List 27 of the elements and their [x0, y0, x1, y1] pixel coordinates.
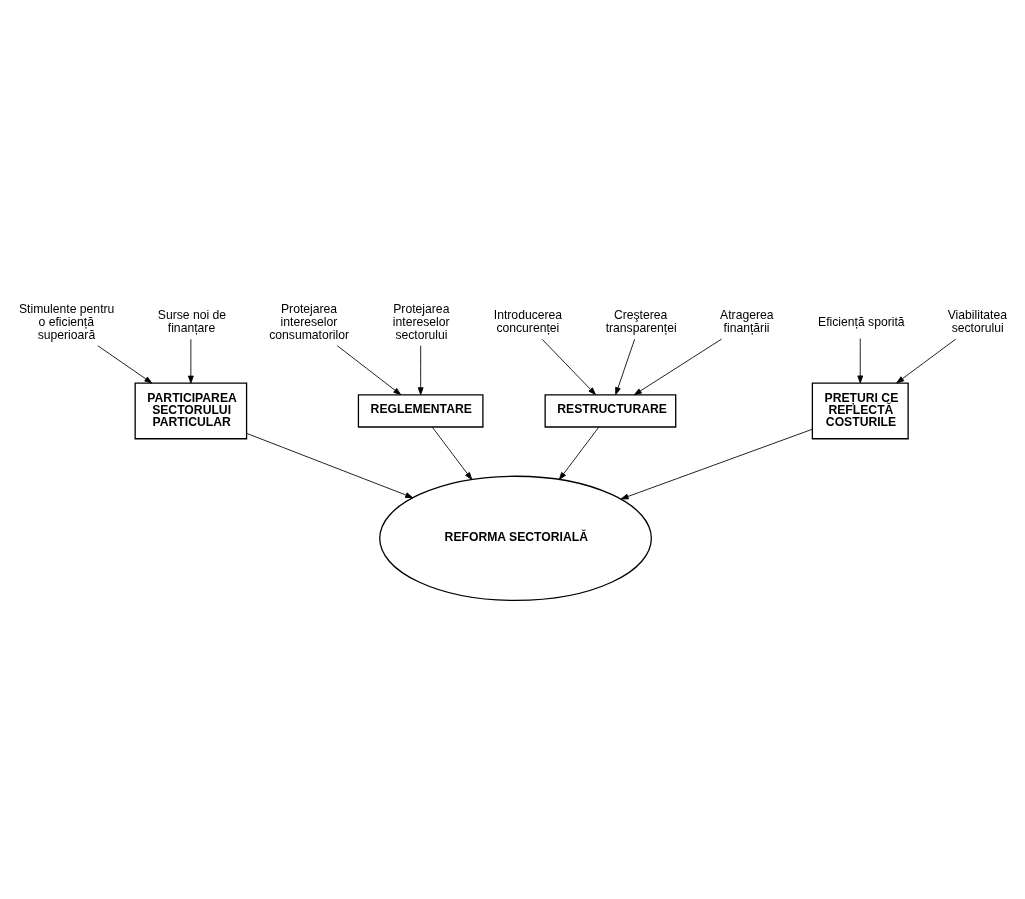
arrow: [246, 432, 414, 498]
node-box: REGLEMENTARE: [357, 393, 484, 428]
arrow: [97, 344, 153, 383]
node-text: Eficiență sporită: [818, 314, 905, 329]
arrow: [896, 338, 957, 383]
arrow: [417, 344, 424, 395]
arrow: [431, 426, 473, 480]
arrow: [633, 338, 723, 395]
arrow: [541, 338, 596, 395]
arrow: [615, 338, 636, 395]
arrow: [857, 337, 864, 383]
node-text: Atragerea finanțării: [720, 307, 774, 335]
node-text: Protejarea intereselor consumatorilor: [269, 301, 350, 342]
node-text: Viabilitatea sectorului: [947, 307, 1008, 335]
node-text: Creşterea transparenței: [605, 307, 677, 335]
arrow: [558, 426, 600, 480]
node-box: PREȚURI CE REFLECTĂ COSTURILE: [811, 381, 909, 439]
arrow: [620, 428, 813, 499]
arrow: [188, 338, 194, 383]
node-text: Introducerea concurenței: [493, 307, 563, 335]
node-text: Stimulente pentru o eficiență superioară: [18, 301, 115, 342]
node-box: PARTICIPAREA SECTORULUI PARTICULAR: [134, 381, 248, 439]
node-text: Protejarea intereselor sectorului: [392, 301, 450, 342]
node-text: Surse noi de finanțare: [157, 307, 227, 335]
arrow: [336, 344, 402, 395]
node-ellipse: REFORMA SECTORIALĂ: [379, 475, 653, 601]
node-box: RESTRUCTURARE: [544, 393, 677, 428]
